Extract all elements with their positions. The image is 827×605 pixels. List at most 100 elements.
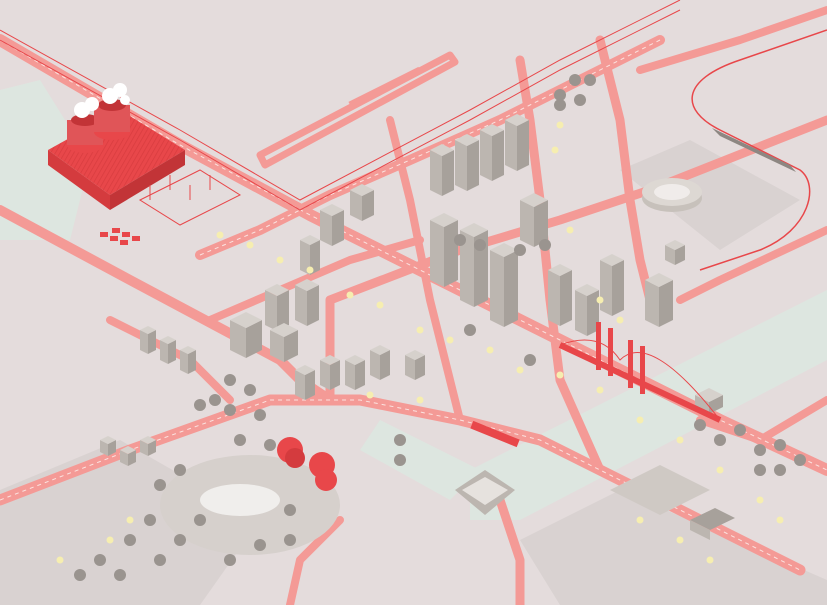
building <box>330 360 340 390</box>
building <box>362 190 374 221</box>
tree <box>194 399 206 411</box>
street-lamp <box>106 536 114 544</box>
street-lamp <box>556 121 564 129</box>
street-lamp <box>566 226 574 234</box>
building <box>320 210 332 246</box>
tree <box>209 394 221 406</box>
building <box>430 144 454 156</box>
street-lamp <box>306 266 314 274</box>
building <box>560 270 572 326</box>
street-lamp <box>446 336 454 344</box>
building <box>548 270 560 326</box>
building <box>295 365 315 375</box>
red-vehicles <box>100 228 140 245</box>
tree <box>284 534 296 546</box>
downtown-buildings <box>100 114 723 466</box>
tree <box>734 424 746 436</box>
tree <box>554 89 566 101</box>
tree <box>569 74 581 86</box>
street-lamp <box>636 516 644 524</box>
building <box>188 350 196 374</box>
baseball-stadium-icon <box>455 470 515 515</box>
building <box>480 124 504 136</box>
building <box>295 279 319 291</box>
building <box>480 130 492 181</box>
building <box>120 450 128 466</box>
building <box>460 230 474 307</box>
building <box>160 336 176 344</box>
tree <box>574 94 586 106</box>
tree <box>234 434 246 446</box>
street-lamp <box>676 536 684 544</box>
tree <box>74 569 86 581</box>
tree <box>464 324 476 336</box>
tree <box>254 409 266 421</box>
building <box>295 370 305 400</box>
street-lamp <box>216 231 224 239</box>
street-lamp <box>636 416 644 424</box>
building <box>128 450 136 466</box>
building <box>300 240 310 275</box>
building <box>430 220 444 287</box>
building <box>320 204 344 216</box>
street-lamp <box>276 256 284 264</box>
building <box>230 320 246 358</box>
building <box>350 190 362 221</box>
building <box>305 370 315 400</box>
tree <box>754 444 766 456</box>
tree <box>454 234 466 246</box>
stadium-icon <box>642 178 702 212</box>
street-lamp <box>716 466 724 474</box>
tree <box>154 554 166 566</box>
building <box>659 280 673 327</box>
street-lamp <box>516 366 524 374</box>
building <box>430 213 458 227</box>
building <box>520 200 534 247</box>
building <box>665 245 675 265</box>
tree <box>539 239 551 251</box>
power-lines <box>0 0 681 211</box>
tree <box>114 569 126 581</box>
building <box>120 446 136 454</box>
tree <box>194 514 206 526</box>
building <box>148 440 156 456</box>
building <box>277 290 289 331</box>
power-plant-icon <box>48 83 185 210</box>
building <box>490 250 504 327</box>
train-icon <box>712 128 796 172</box>
building <box>100 440 108 456</box>
tree <box>394 434 406 446</box>
street-lamp <box>551 146 559 154</box>
building <box>709 395 723 414</box>
tree <box>144 514 156 526</box>
building <box>504 250 518 327</box>
building <box>380 350 390 380</box>
building <box>307 285 319 326</box>
trees <box>74 74 806 581</box>
tree <box>794 454 806 466</box>
building <box>270 323 298 337</box>
building <box>455 134 479 146</box>
railway <box>691 29 827 271</box>
building <box>490 243 518 257</box>
street-lamp <box>246 241 254 249</box>
tree <box>224 554 236 566</box>
building <box>467 140 479 191</box>
street-lamp <box>596 386 604 394</box>
street-lamp <box>756 496 764 504</box>
building <box>600 254 624 266</box>
tree <box>124 534 136 546</box>
building <box>442 150 454 196</box>
building <box>505 114 529 126</box>
building <box>645 273 673 287</box>
building <box>575 284 599 296</box>
building <box>460 223 488 237</box>
building <box>100 436 116 444</box>
airport-runway-icon <box>256 51 459 169</box>
tree <box>584 74 596 86</box>
street-lamp <box>346 291 354 299</box>
building <box>350 184 374 196</box>
building <box>517 120 529 171</box>
building <box>230 312 262 328</box>
street-lamp <box>376 301 384 309</box>
